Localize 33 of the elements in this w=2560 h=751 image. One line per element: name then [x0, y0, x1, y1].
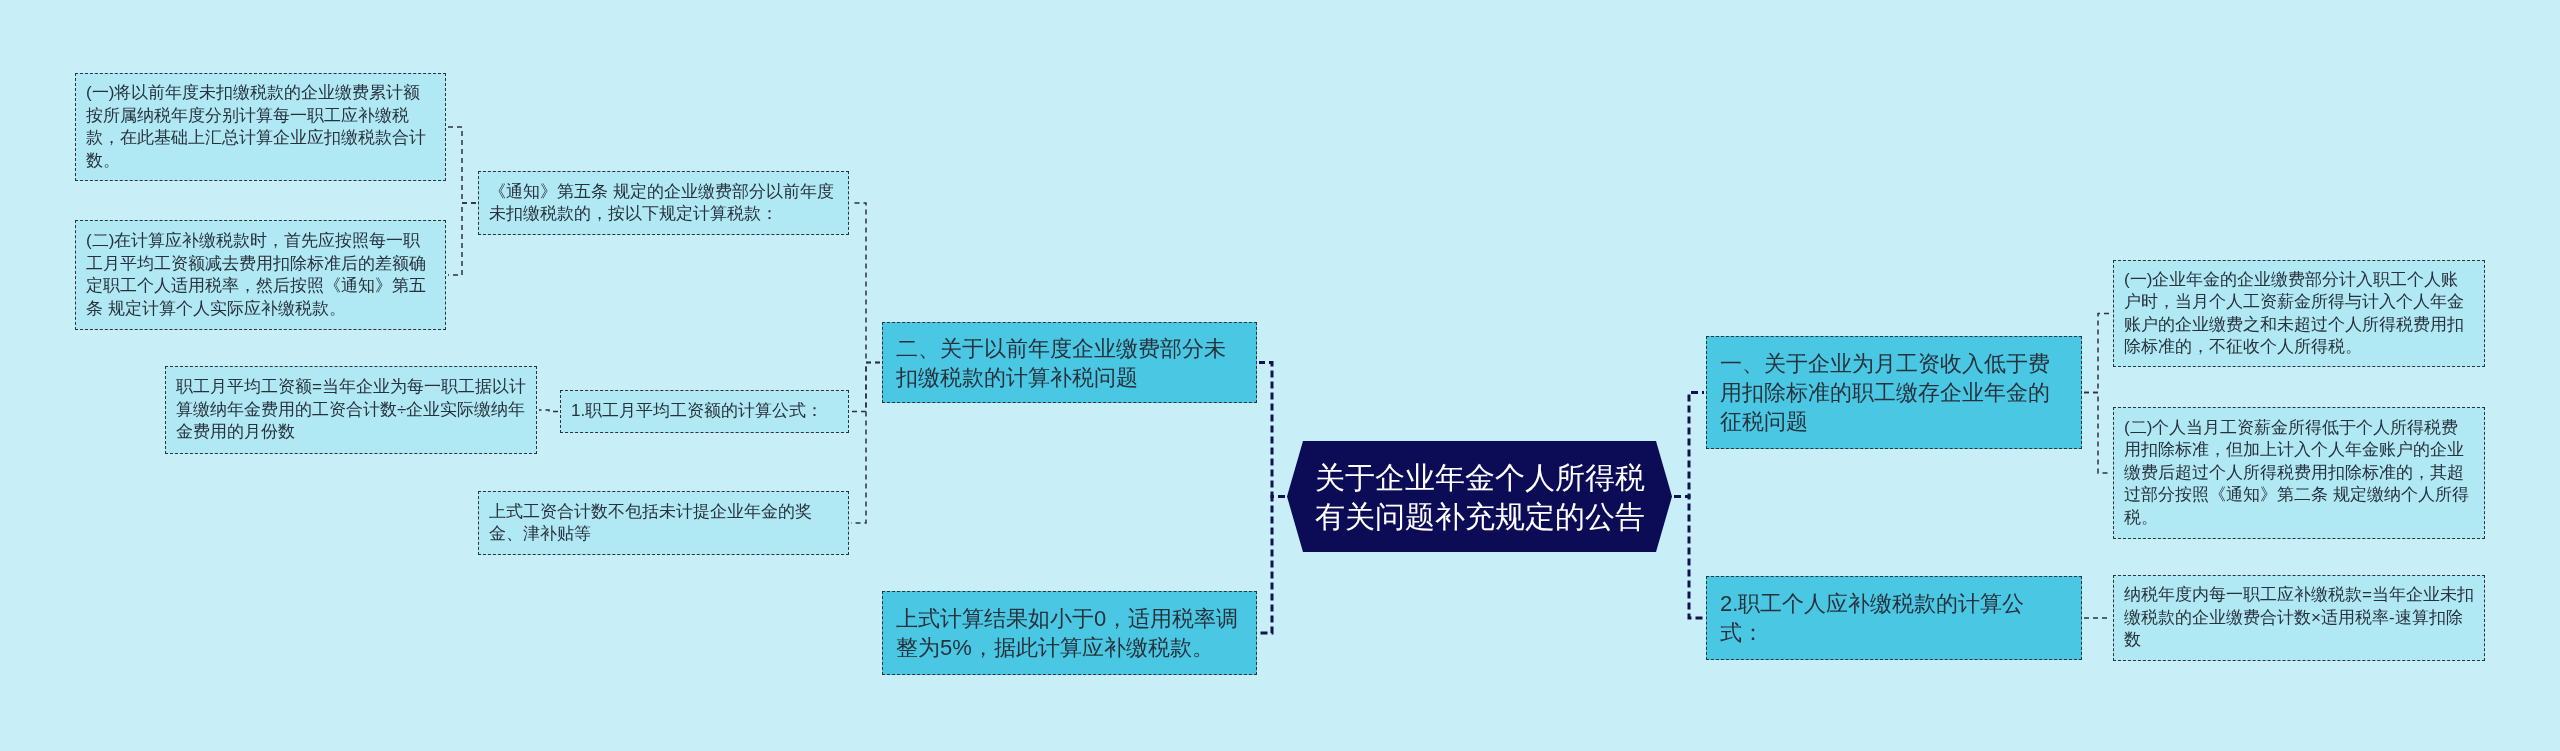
subtopic-box	[478, 491, 849, 555]
topic-text: 《通知》第五条 规定的企业缴费部分以前年度未扣缴税款的，按以下规定计算税款：	[489, 180, 835, 225]
topic-text: (二)个人当月工资薪金所得低于个人所得税费用扣除标准，但加上计入个人年金账户的企业缴费后超过个人所得税费用扣除标准的，其超过部分按照《通知》第二条 规定缴纳个人所得税。	[2124, 416, 2470, 529]
topic-text: 职工月平均工资额=当年企业为每一职工据以计算缴纳年金费用的工资合计数÷企业实际缴纳年金费用的月份数	[176, 376, 526, 444]
connector	[850, 361, 881, 524]
topic-box	[882, 322, 1257, 403]
connector	[447, 202, 477, 276]
topic-text: 纳税年度内每一职工应补缴税款=当年企业未扣缴税款的企业缴费合计数×适用税率-速算扣除数	[2124, 584, 2474, 652]
topic-box	[882, 591, 1257, 675]
subtopic-box	[2113, 575, 2485, 661]
subtopic-box	[2113, 407, 2485, 539]
topic-text: 上式计算结果如小于0，适用税率调整为5%，据此计算应补缴税款。	[896, 605, 1240, 662]
topic-text: (二)在计算应补缴税款时，首先应按照每一职工月平均工资额减去费用扣除标准后的差额确定职工个人适用税率，然后按照《通知》第五条 规定计算个人实际应补缴税款。	[86, 230, 427, 320]
connector	[1674, 495, 1704, 620]
subtopic-box	[75, 73, 446, 181]
subtopic-box	[478, 171, 849, 235]
topic-text: (一)将以前年度未扣缴税款的企业缴费累计额按所属纳税年度分别计算每一职工应补缴税款，在此基础上汇总计算企业应扣缴税款合计数。	[86, 82, 427, 172]
topic-text: 1.职工月平均工资额的计算公式：	[571, 400, 825, 423]
topic-title: 关于企业年金个人所得税有关问题补充规定的公告	[1313, 459, 1646, 535]
connector	[1259, 495, 1285, 635]
topic-text: 一、关于企业为月工资收入低于费用扣除标准的职工缴存企业年金的征税问题	[1720, 350, 2051, 436]
topic-text: 上式工资合计数不包括未计提企业年金的奖金、津补贴等	[489, 500, 813, 545]
topic-text: 2.职工个人应补缴税款的计算公式：	[1720, 590, 2026, 647]
topic-box	[1706, 336, 2082, 449]
topic-box	[1706, 576, 2082, 660]
subtopic-box	[75, 220, 446, 330]
topic-text: (一)企业年金的企业缴费部分计入职工个人账户时，当月个人工资薪金所得与计入个人年金账户的企业缴费之和未超过个人所得税费用扣除标准的，不征收个人所得税。	[2124, 268, 2465, 358]
subtopic-box	[560, 390, 849, 433]
subtopic-box	[165, 366, 537, 454]
topic-text: 二、关于以前年度企业缴费部分未扣缴税款的计算补税问题	[896, 334, 1227, 392]
connector	[538, 409, 559, 413]
subtopic-box	[2113, 260, 2485, 367]
central-topic	[1287, 441, 1672, 552]
